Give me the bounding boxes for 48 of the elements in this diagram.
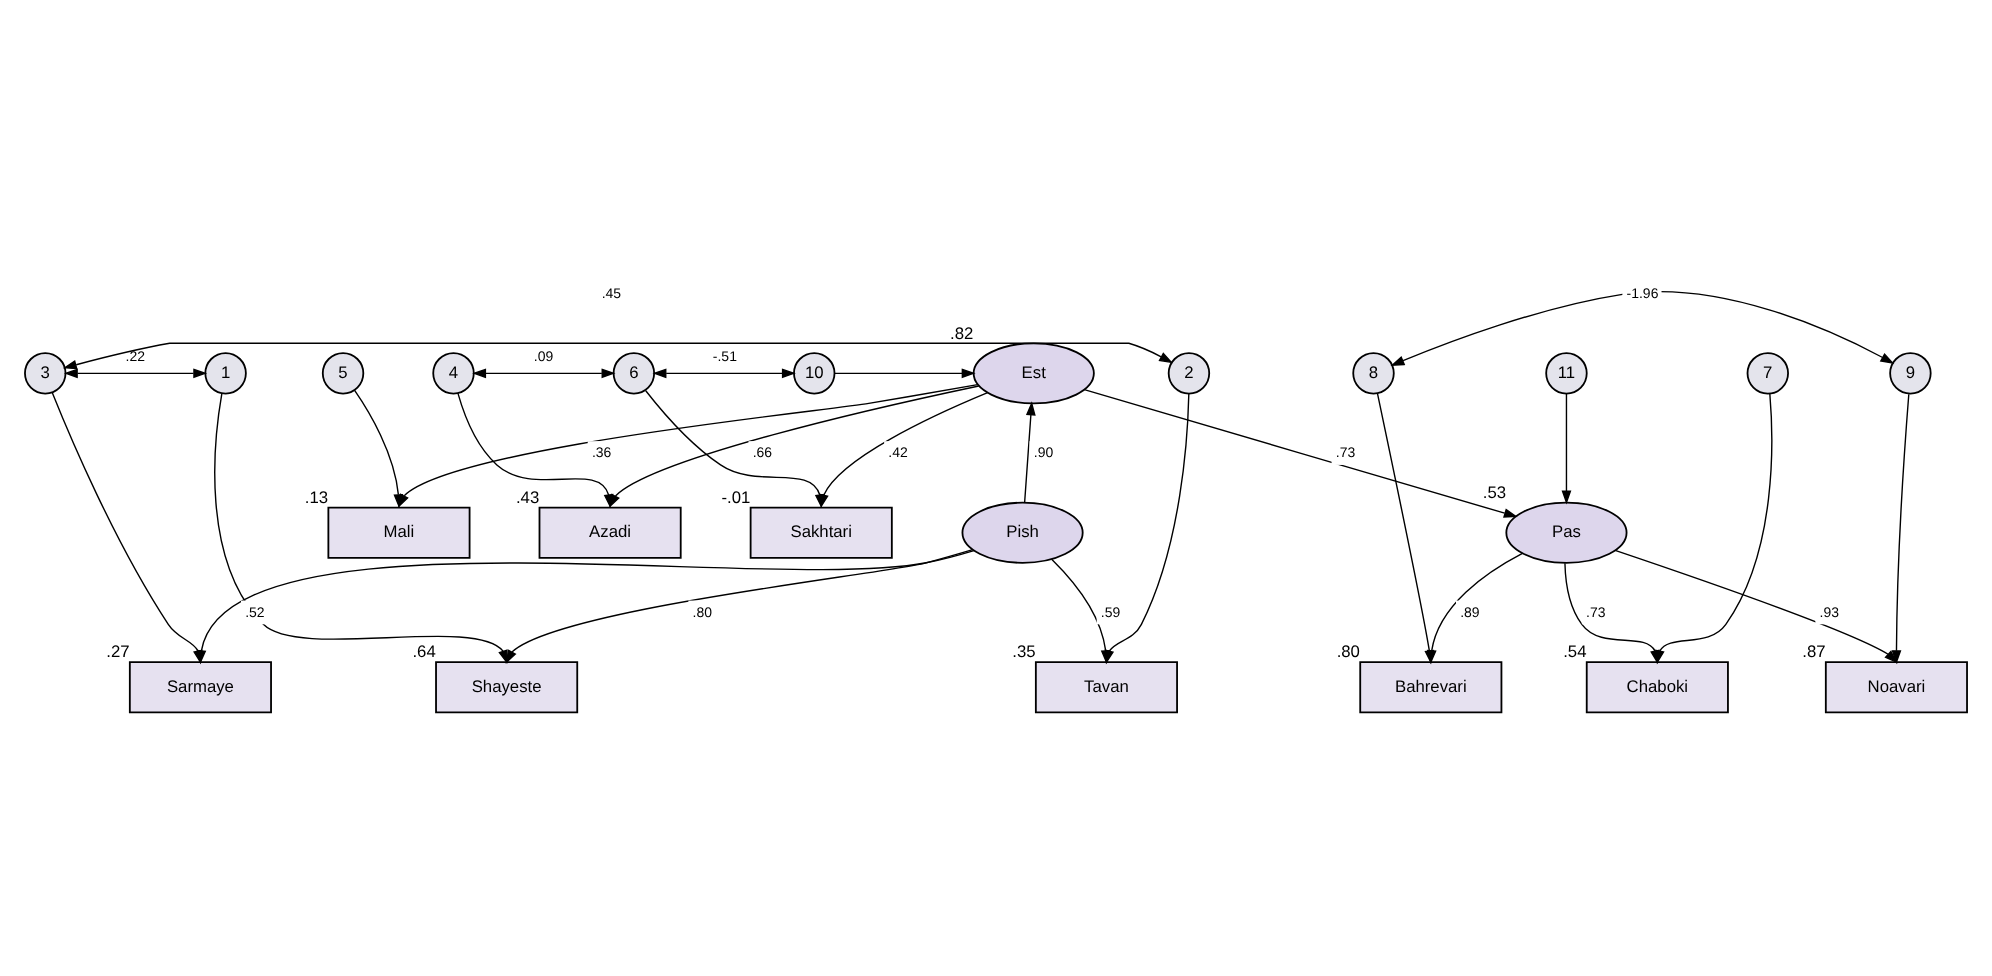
node-circle: 10	[793, 352, 836, 395]
arrow	[1561, 393, 1572, 505]
node-circle: 2	[1167, 352, 1211, 395]
node-label: .54	[1563, 641, 1587, 662]
node-box: Sakhtari	[749, 506, 893, 559]
node-label: .53	[1482, 481, 1507, 502]
node-circle: 9	[1889, 352, 1932, 395]
node-circle: 7	[1746, 352, 1789, 395]
node-label: .27	[106, 641, 130, 662]
node-ellipse: Pish	[961, 501, 1084, 564]
node-box: Bahrevari	[1359, 661, 1503, 714]
node-box: Mali	[327, 506, 471, 559]
node-label: .64	[412, 641, 436, 662]
arrow	[1390, 291, 1895, 366]
node-box: Noavari	[1824, 661, 1968, 714]
node-label: .13	[304, 486, 329, 507]
arrow	[1891, 393, 1910, 665]
node-circle: 1	[204, 352, 247, 395]
node-circle: 6	[612, 352, 656, 395]
node-box: Shayeste	[435, 661, 579, 714]
arrow	[834, 368, 976, 379]
arrow	[63, 368, 208, 379]
node-circle: 11	[1545, 352, 1588, 395]
node-box: Sarmaye	[128, 661, 272, 714]
node-box: Tavan	[1034, 661, 1178, 714]
arrow	[505, 548, 974, 664]
arrow	[652, 368, 796, 379]
arrow	[1051, 558, 1111, 665]
node-circle: 5	[321, 352, 365, 395]
arrow	[1023, 401, 1036, 503]
node-box: Chaboki	[1585, 661, 1729, 714]
node-circle: 4	[432, 352, 475, 395]
arrow	[214, 392, 508, 665]
node-label: .80	[1336, 641, 1360, 662]
arrow	[819, 392, 989, 509]
arrow	[472, 368, 616, 379]
node-box: Azadi	[538, 506, 682, 559]
node-label: .43	[515, 486, 540, 507]
node-ellipse: Est	[972, 342, 1095, 405]
arrow	[196, 549, 975, 665]
node-label: -.01	[721, 486, 751, 507]
node-circle: 3	[24, 352, 67, 395]
arrow	[1083, 388, 1518, 518]
node-label: .35	[1012, 641, 1036, 662]
node-label: .82	[950, 322, 974, 343]
arrow	[1655, 393, 1773, 665]
node-label: .87	[1802, 641, 1826, 662]
node-circle: 8	[1352, 352, 1395, 395]
